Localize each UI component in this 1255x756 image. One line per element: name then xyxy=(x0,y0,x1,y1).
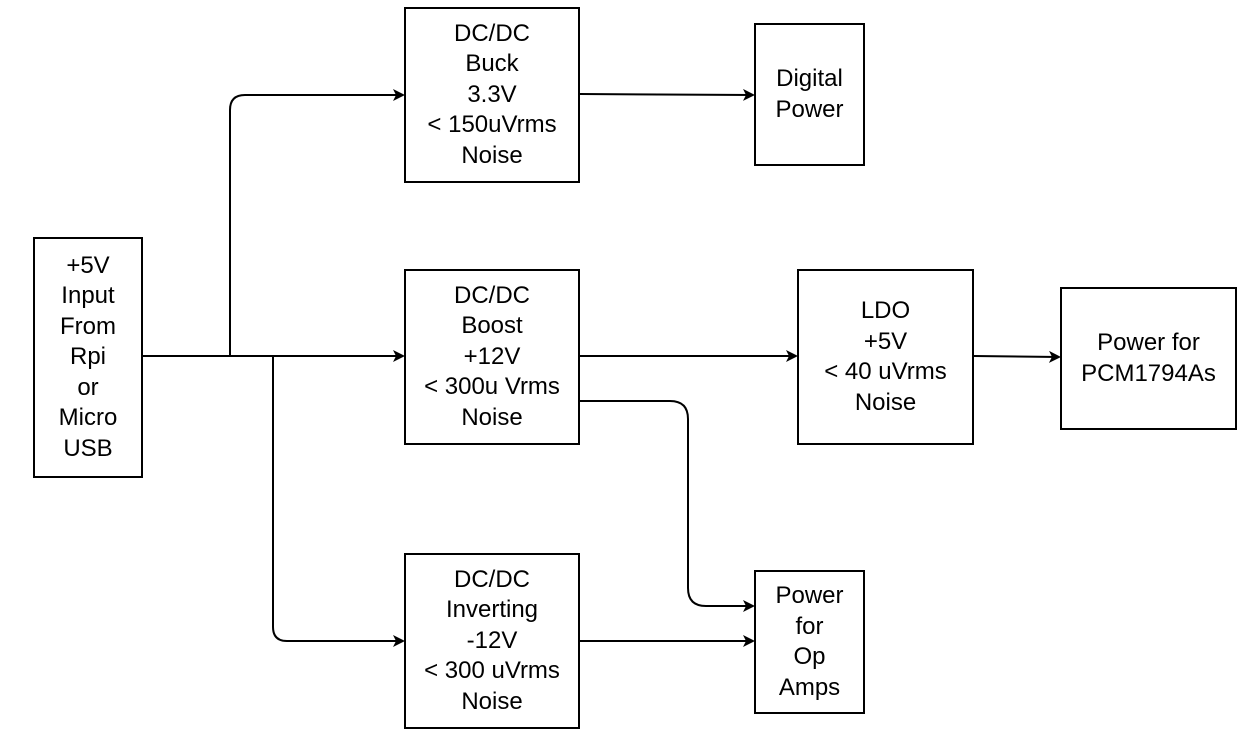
input-line: Micro xyxy=(58,404,118,432)
opamp-power-box: Power for Op Amps xyxy=(754,570,865,714)
digital-power-box: Digital Power xyxy=(754,23,865,166)
input-line: +5V xyxy=(66,251,110,279)
input-line: From xyxy=(60,312,116,340)
ldo-line: +5V xyxy=(863,327,908,355)
digital-line: Power xyxy=(775,95,844,123)
buck-line: 3.3V xyxy=(467,80,517,108)
inverting-line: -12V xyxy=(466,626,518,654)
opamp-line: for xyxy=(795,612,824,640)
buck-line: DC/DC xyxy=(454,19,530,47)
pcm-line: Power for xyxy=(1097,329,1200,356)
pcm-line: PCM1794As xyxy=(1081,359,1216,387)
edge-input-to-buck xyxy=(143,89,405,357)
boost-line: Noise xyxy=(461,403,523,431)
buck-line: Buck xyxy=(465,50,519,78)
input-line: Rpi xyxy=(69,343,106,371)
opamp-line: Power xyxy=(775,582,844,609)
ldo-box: LDO +5V < 40 uVrms Noise xyxy=(797,269,974,445)
input-line: Input xyxy=(61,282,115,310)
inverting-line: Inverting xyxy=(445,596,539,624)
ldo-line: < 40 uVrms xyxy=(824,358,947,385)
boost-line: < 300u Vrms xyxy=(424,373,560,401)
inverting-line: < 300 uVrms xyxy=(424,657,560,685)
input-line: or xyxy=(77,373,99,401)
edge-buck-to-digital xyxy=(579,88,755,101)
opamp-line: Amps xyxy=(778,673,841,701)
edge-input-to-inv xyxy=(272,356,405,647)
buck-line: < 150uVrms xyxy=(427,111,557,139)
boost-line: +12V xyxy=(463,342,521,370)
ldo-line: Noise xyxy=(854,388,917,416)
dcdc-buck-box: DC/DC Buck 3.3V < 150uVrms Noise xyxy=(404,7,580,183)
input-5v-box: +5V Input From Rpi or Micro USB xyxy=(33,237,143,478)
ldo-line: LDO xyxy=(860,297,911,324)
inverting-line: DC/DC xyxy=(454,565,530,593)
boost-line: DC/DC xyxy=(454,281,530,309)
input-line: USB xyxy=(63,434,113,462)
dcdc-boost-box: DC/DC Boost +12V < 300u Vrms Noise xyxy=(404,269,580,445)
digital-line: Digital xyxy=(776,65,843,92)
boost-line: Boost xyxy=(461,312,523,340)
dcdc-inverting-box: DC/DC Inverting -12V < 300 uVrms Noise xyxy=(404,553,580,729)
inverting-line: Noise xyxy=(461,687,523,715)
buck-line: Noise xyxy=(461,141,523,169)
pcm-power-box: Power for PCM1794As xyxy=(1060,287,1237,430)
edge-ldo-to-pcm xyxy=(973,350,1061,363)
opamp-line: Op xyxy=(793,643,826,670)
edge-boost-to-opamp xyxy=(580,400,755,612)
